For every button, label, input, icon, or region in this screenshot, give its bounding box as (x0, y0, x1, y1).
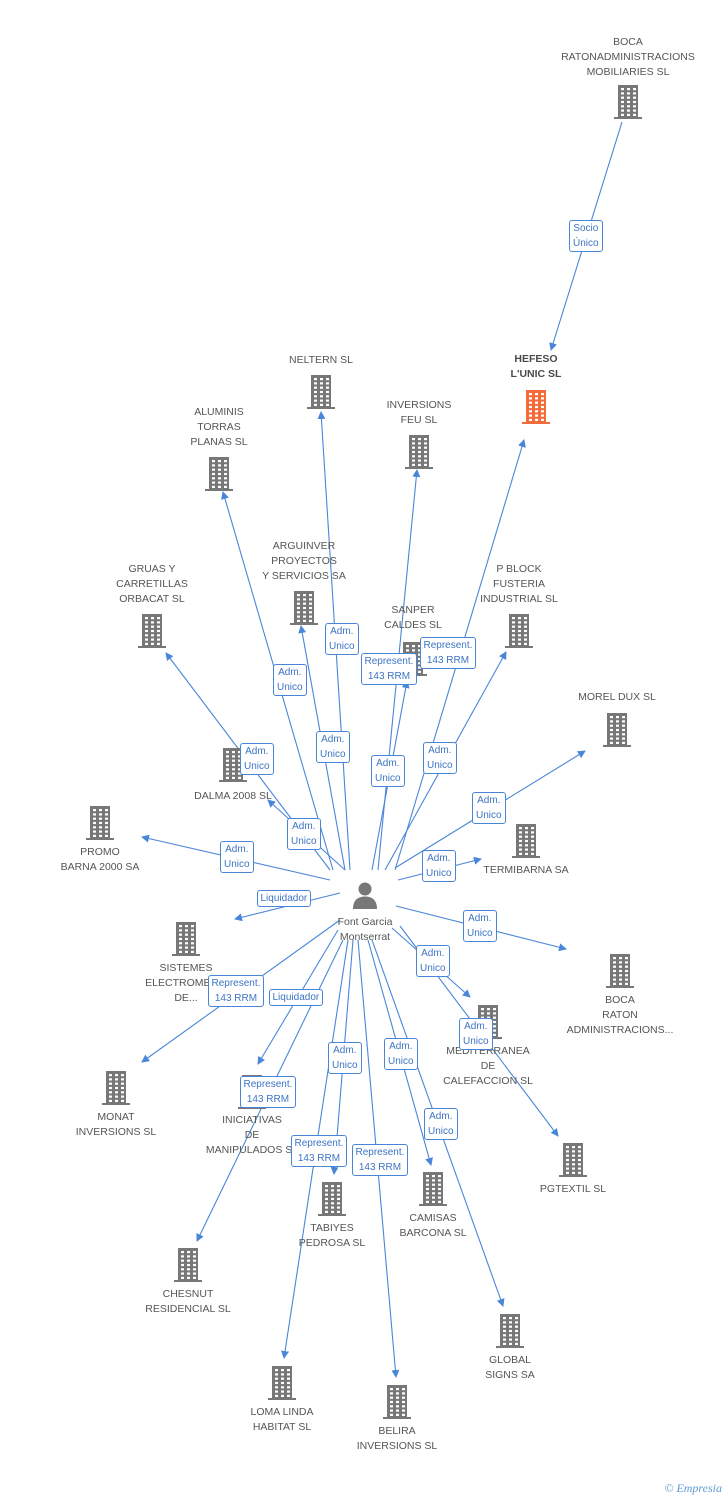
node-label: MONAT INVERSIONS SL (75, 1111, 157, 1138)
building-icon (307, 375, 335, 414)
edge-label-represent-[interactable]: Represent. 143 RRM (360, 653, 418, 685)
node-label: TABIYES PEDROSA SL (298, 1222, 366, 1249)
building-icon (172, 922, 200, 961)
node-label: HEFESO L'UNIC SL (510, 353, 562, 380)
building-icon (290, 591, 318, 630)
edge-label-adm-[interactable]: Adm. Unico (240, 743, 274, 775)
node-label: GRUAS Y CARRETILLAS ORBACAT SL (116, 563, 188, 605)
building-icon (559, 1143, 587, 1182)
brand-credit[interactable]: © Empresia (664, 1481, 722, 1496)
edge-label-adm-[interactable]: Adm. Unico (416, 945, 450, 977)
building-icon (614, 85, 642, 124)
building-icon (505, 614, 533, 653)
node-label: SANPER CALDES SL (384, 604, 442, 631)
edge-label-adm-[interactable]: Adm. Unico (384, 1038, 418, 1070)
edge-label-adm-[interactable]: Adm. Unico (422, 850, 456, 882)
edge-label-represent-[interactable]: Represent. 143 RRM (351, 1144, 409, 1176)
building-icon (512, 824, 540, 863)
edge-label-adm-[interactable]: Adm. Unico (287, 818, 321, 850)
node-label: MOREL DUX SL (578, 691, 656, 703)
node-label: Font Garcia Montserrat (337, 916, 393, 943)
node-label: BOCA RATON ADMINISTRACIONS... (566, 994, 674, 1036)
edge-label-adm-[interactable]: Adm. Unico (325, 623, 359, 655)
person-icon (351, 881, 379, 914)
building-icon (268, 1366, 296, 1405)
edge-label-adm-[interactable]: Adm. Unico (424, 1108, 458, 1140)
building-icon (603, 713, 631, 752)
building-icon (174, 1248, 202, 1287)
node-label: BELIRA INVERSIONS SL (356, 1425, 438, 1452)
edge-label-represent-[interactable]: Represent. 143 RRM (290, 1135, 348, 1167)
edge-label-adm-[interactable]: Adm. Unico (472, 792, 506, 824)
node-label: P BLOCK FUSTERIA INDUSTRIAL SL (480, 563, 558, 605)
building-icon (86, 806, 114, 845)
brand-name: Empresia (676, 1481, 722, 1495)
highlighted-building-icon (522, 390, 550, 429)
edge-label-adm-[interactable]: Adm. Unico (316, 731, 350, 763)
node-label: ARGUINVER PROYECTOS Y SERVICIOS SA (262, 540, 346, 582)
node-label: ALUMINIS TORRAS PLANAS SL (190, 406, 248, 448)
building-icon (205, 457, 233, 496)
node-label: PROMO BARNA 2000 SA (60, 846, 140, 873)
node-label: NELTERN SL (289, 354, 353, 366)
edge-label-socio[interactable]: Socio Único (569, 220, 603, 252)
building-icon (419, 1172, 447, 1211)
building-icon (219, 748, 247, 787)
node-label: MEDITERRANEA DE CALEFACCION SL (443, 1045, 533, 1087)
copyright-symbol: © (664, 1481, 674, 1495)
building-icon (318, 1182, 346, 1221)
node-label: PGTEXTIL SL (539, 1183, 607, 1195)
node-label: DALMA 2008 SL (194, 790, 272, 802)
edge-label-liquidador[interactable]: Liquidador (256, 889, 312, 907)
edge-label-represent-[interactable]: Represent. 143 RRM (239, 1076, 297, 1108)
node-label: TERMIBARNA SA (483, 864, 569, 876)
edge-label-represent-[interactable]: Represent. 143 RRM (207, 975, 265, 1007)
node-label: BOCA RATONADMINISTRACIONS MOBILIARIES SL (561, 36, 695, 78)
building-icon (606, 954, 634, 993)
edge-label-adm-[interactable]: Adm. Unico (423, 742, 457, 774)
edge-label-adm-[interactable]: Adm. Unico (371, 755, 405, 787)
edge-label-adm-[interactable]: Adm. Unico (459, 1018, 493, 1050)
node-label: LOMA LINDA HABITAT SL (250, 1406, 314, 1433)
edge-label-liquidador[interactable]: Liquidador (268, 988, 324, 1006)
edge-label-represent-[interactable]: Represent. 143 RRM (419, 637, 477, 669)
edge-label-adm-[interactable]: Adm. Unico (463, 910, 497, 942)
edge-label-adm-[interactable]: Adm. Unico (328, 1042, 362, 1074)
node-label: CAMISAS BARCONA SL (399, 1212, 467, 1239)
node-label: INVERSIONS FEU SL (386, 399, 452, 426)
node-label: CHESNUT RESIDENCIAL SL (145, 1288, 231, 1315)
building-icon (405, 435, 433, 474)
building-icon (383, 1385, 411, 1424)
node-label: SISTEMES ELECTROMEC... DE... (145, 962, 227, 1004)
building-icon (496, 1314, 524, 1353)
node-label: GLOBAL SIGNS SA (485, 1354, 535, 1381)
edge-label-adm-[interactable]: Adm. Unico (273, 664, 307, 696)
building-icon (138, 614, 166, 653)
edge-label-adm-[interactable]: Adm. Unico (220, 841, 254, 873)
building-icon (102, 1071, 130, 1110)
